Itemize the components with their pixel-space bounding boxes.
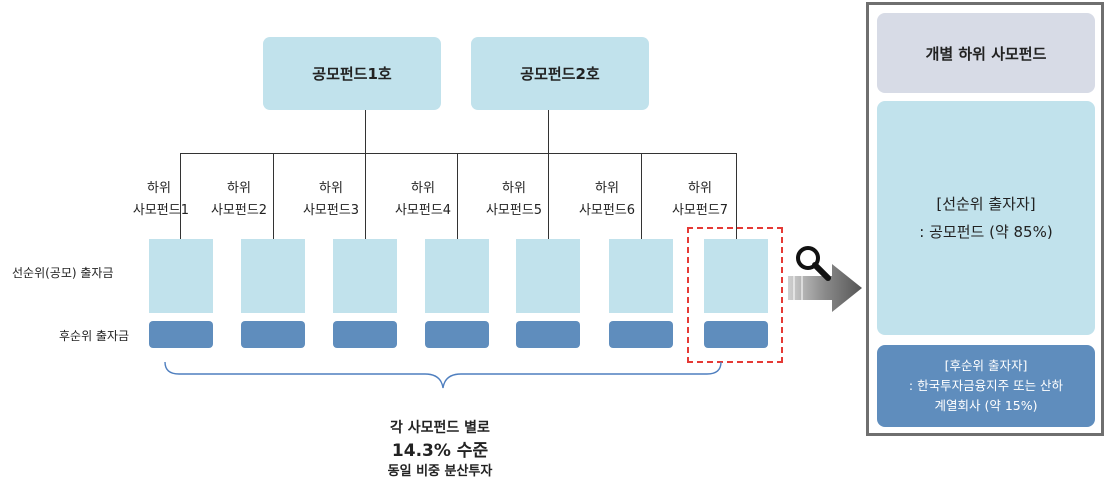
connector-sub-6 bbox=[641, 153, 642, 241]
detail-senior-line-1: [선순위 출자자] bbox=[936, 195, 1036, 213]
right-arrow-icon bbox=[788, 264, 862, 312]
sub-fund-5-senior-box bbox=[516, 239, 580, 313]
public-fund-2-box: 공모펀드2호 bbox=[471, 37, 649, 110]
sub-fund-6-junior-box bbox=[609, 321, 673, 348]
connector-sub-4 bbox=[457, 153, 458, 241]
junior-row-label: 후순위 출자금 bbox=[59, 329, 130, 343]
connector-sub-2 bbox=[273, 153, 274, 241]
sub-fund-7-junior-box bbox=[704, 321, 768, 348]
sub-fund-2-label: 하위 사모펀드2 bbox=[210, 181, 268, 218]
detail-junior-line-3: 계열회사 (약 15%) bbox=[934, 398, 1038, 413]
sub-fund-5-junior-box bbox=[516, 321, 580, 348]
magnifier-icon bbox=[796, 246, 831, 281]
public-fund-1-box: 공모펀드1호 bbox=[263, 37, 441, 110]
sub-fund-2-junior-box bbox=[241, 321, 305, 348]
sub-fund-6-label: 하위 사모펀드6 bbox=[578, 181, 636, 218]
detail-junior-line-1: [후순위 출자자] bbox=[944, 358, 1028, 373]
senior-row-label: 선순위(공모) 출자금 bbox=[12, 266, 114, 280]
sub-fund-1-senior-box bbox=[149, 239, 213, 313]
detail-panel: 개별 하위 사모펀드 [선순위 출자자] : 공모펀드 (약 85%) [후순위… bbox=[866, 2, 1104, 436]
sub-fund-3-label: 하위 사모펀드3 bbox=[302, 181, 360, 218]
sub-fund-3-senior-box bbox=[333, 239, 397, 313]
summary-line-2: 14.3% 수준 bbox=[391, 441, 489, 461]
sub-fund-4-label: 하위 사모펀드4 bbox=[394, 181, 452, 218]
connector-sub-3 bbox=[365, 153, 366, 241]
sub-fund-7-senior-box bbox=[704, 239, 768, 313]
connector-sub-7 bbox=[736, 153, 737, 241]
connector-sub-1 bbox=[180, 153, 181, 241]
sub-fund-5-label: 하위 사모펀드5 bbox=[485, 181, 543, 218]
detail-panel-title-box: 개별 하위 사모펀드 bbox=[877, 13, 1095, 93]
detail-junior-box: [후순위 출자자] : 한국투자금융지주 또는 산하 계열회사 (약 15%) bbox=[877, 345, 1095, 427]
connector-fund2-down bbox=[548, 110, 549, 154]
detail-senior-box: [선순위 출자자] : 공모펀드 (약 85%) bbox=[877, 101, 1095, 335]
sub-fund-3-junior-box bbox=[333, 321, 397, 348]
connector-sub-5 bbox=[548, 153, 549, 241]
sub-fund-6-senior-box bbox=[609, 239, 673, 313]
detail-senior-line-2: : 공모펀드 (약 85%) bbox=[919, 223, 1053, 241]
sub-fund-1-label: 하위 사모펀드1 bbox=[132, 181, 189, 218]
summary-line-1: 각 사모펀드 별로 bbox=[390, 420, 490, 436]
detail-panel-title: 개별 하위 사모펀드 bbox=[925, 44, 1047, 63]
brace-icon bbox=[164, 361, 722, 389]
sub-fund-4-senior-box bbox=[425, 239, 489, 313]
connector-horizontal bbox=[180, 153, 737, 154]
sub-fund-1-junior-box bbox=[149, 321, 213, 348]
sub-fund-2-senior-box bbox=[241, 239, 305, 313]
summary-line-3: 동일 비중 분산투자 bbox=[387, 464, 493, 479]
public-fund-2-label: 공모펀드2호 bbox=[520, 65, 600, 83]
sub-fund-7-highlight bbox=[687, 227, 783, 363]
detail-junior-line-2: : 한국투자금융지주 또는 산하 bbox=[908, 378, 1064, 393]
public-fund-1-label: 공모펀드1호 bbox=[312, 65, 392, 83]
sub-fund-7-label: 하위 사모펀드7 bbox=[671, 181, 729, 218]
connector-fund1-down bbox=[365, 110, 366, 154]
sub-fund-4-junior-box bbox=[425, 321, 489, 348]
